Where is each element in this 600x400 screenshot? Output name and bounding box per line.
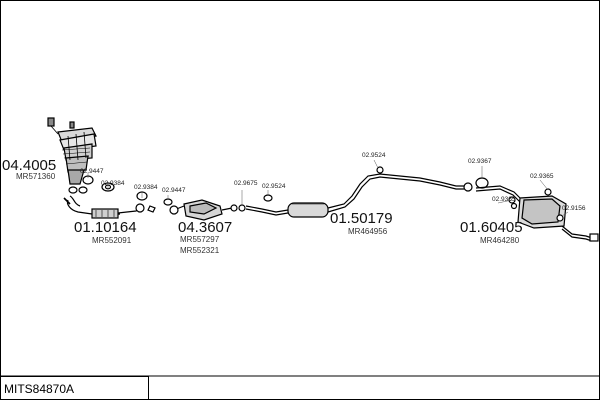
front-manifold-part-no: 04.4005 [2, 157, 56, 174]
front-pipe-ref: MR552091 [92, 236, 132, 245]
middle-silencer-drawing [238, 166, 473, 218]
clamp-label: 02.9384 [101, 180, 125, 187]
rear-silencer-ref: MR464280 [480, 236, 520, 245]
catalyst-part-no: 04.3607 [178, 219, 232, 236]
clamp-label: 02.9675 [234, 180, 258, 187]
rear-silencer-part-no: 01.60405 [460, 219, 523, 236]
clamp-label: 02.9447 [80, 168, 104, 175]
middle-silencer-part-no: 01.50179 [330, 210, 393, 227]
catalyst-ref-2: MR552321 [180, 246, 220, 255]
clamp-label: 02.9447 [162, 187, 186, 194]
clamp-label: 02.9384 [134, 184, 158, 191]
front-pipe-part-no: 01.10164 [74, 219, 137, 236]
clamp-label: 02.9367 [468, 158, 492, 165]
diagram-title: MITS84870A [4, 382, 74, 396]
front-manifold-ref: MR571360 [16, 172, 56, 181]
clamp-label: 02.9524 [262, 183, 286, 190]
catalyst-drawing [163, 198, 238, 221]
catalyst-ref-1: MR557297 [180, 235, 220, 244]
front-manifold-drawing [47, 117, 97, 194]
title-box: MITS84870A [0, 375, 600, 400]
clamp-label: 02.9365 [530, 173, 554, 180]
clamp-label: 02.9156 [562, 205, 586, 212]
rear-silencer-drawing [475, 177, 599, 242]
leader-lines [87, 159, 569, 217]
middle-silencer-ref: MR464956 [348, 227, 388, 236]
clamp-label: 02.9524 [362, 152, 386, 159]
clamp-label: 02.9365 [492, 196, 516, 203]
